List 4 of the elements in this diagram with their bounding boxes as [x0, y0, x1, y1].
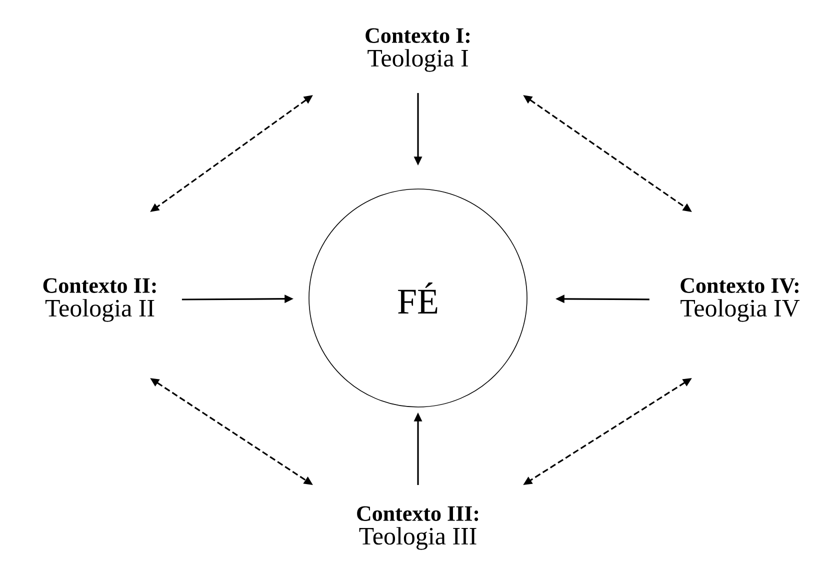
- context-label: Contexto I: Teologia I: [366, 28, 470, 72]
- context-label: Contexto II: Teologia II: [43, 278, 156, 322]
- context-label: Contexto IV: Teologia IV: [680, 278, 800, 322]
- context-label: Contexto III: Teologia III: [357, 506, 478, 550]
